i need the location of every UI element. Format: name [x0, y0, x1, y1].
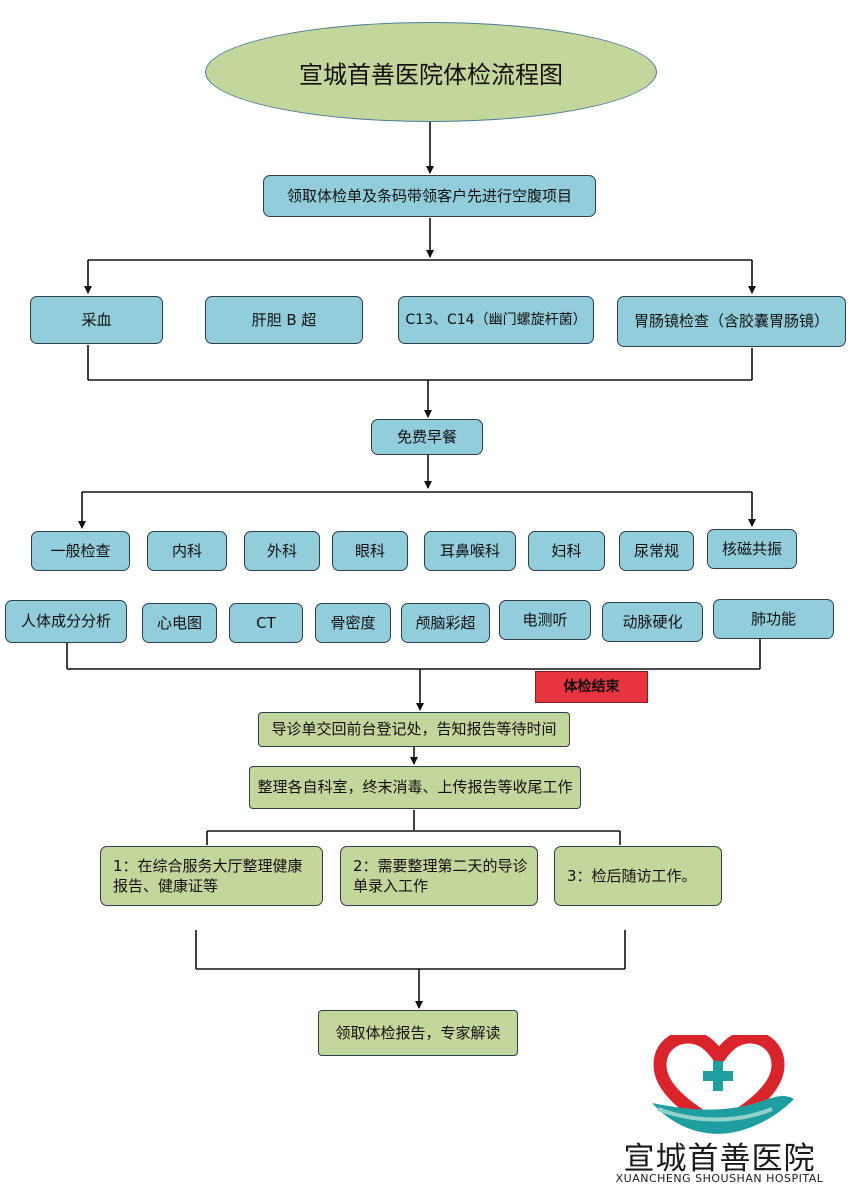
exam-ent: 耳鼻喉科: [424, 531, 516, 571]
step-blood-draw: 采血: [30, 296, 163, 344]
step-return-form: 导诊单交回前台登记处，告知报告等待时间: [258, 712, 570, 747]
exam-urinalysis: 尿常规: [619, 531, 694, 571]
step-collect-report: 领取体检报告，专家解读: [318, 1010, 518, 1056]
exam-ophthalmology: 眼科: [332, 531, 408, 571]
exam-audiometry: 电测听: [499, 600, 591, 640]
step-free-breakfast: 免费早餐: [371, 419, 483, 455]
step-reception: 领取体检单及条码带领客户先进行空腹项目: [263, 175, 596, 217]
exam-bone-density: 骨密度: [315, 603, 391, 643]
exam-arteriosclerosis: 动脉硬化: [602, 602, 703, 642]
exam-surgery: 外科: [244, 531, 320, 571]
exam-ecg: 心电图: [142, 603, 217, 643]
step-liver-ultrasound: 肝胆 B 超: [205, 296, 363, 344]
exam-lung-function: 肺功能: [713, 599, 834, 639]
flowchart-title: 宣城首善医院体检流程图: [205, 22, 657, 122]
hospital-name: 宣城首善医院: [623, 1141, 816, 1177]
exam-cranial-ultrasound: 颅脑彩超: [401, 603, 490, 643]
hospital-logo-icon: [652, 1035, 794, 1134]
exam-ct: CT: [229, 603, 303, 643]
exam-body-composition: 人体成分分析: [5, 600, 127, 643]
step-c13-c14: C13、C14（幽门螺旋杆菌）: [398, 296, 594, 344]
exam-mri: 核磁共振: [707, 529, 797, 569]
exam-internal-medicine: 内科: [147, 531, 227, 571]
step-tidy-up: 整理各自科室，终末消毒、上传报告等收尾工作: [249, 766, 581, 809]
followup-reports: 1：在综合服务大厅整理健康报告、健康证等: [100, 846, 323, 906]
step-gastroscopy: 胃肠镜检查（含胶囊胃肠镜）: [617, 296, 846, 347]
hospital-english-name: XUANCHENG SHOUSHAN HOSPITAL: [615, 1172, 824, 1185]
exam-gynecology: 妇科: [528, 531, 605, 571]
exam-end-badge: 体检结束: [535, 671, 648, 703]
exam-general: 一般检查: [31, 531, 130, 571]
followup-guide-forms: 2：需要整理第二天的导诊单录入工作: [340, 846, 538, 906]
followup-visits: 3：检后随访工作。: [554, 846, 722, 906]
